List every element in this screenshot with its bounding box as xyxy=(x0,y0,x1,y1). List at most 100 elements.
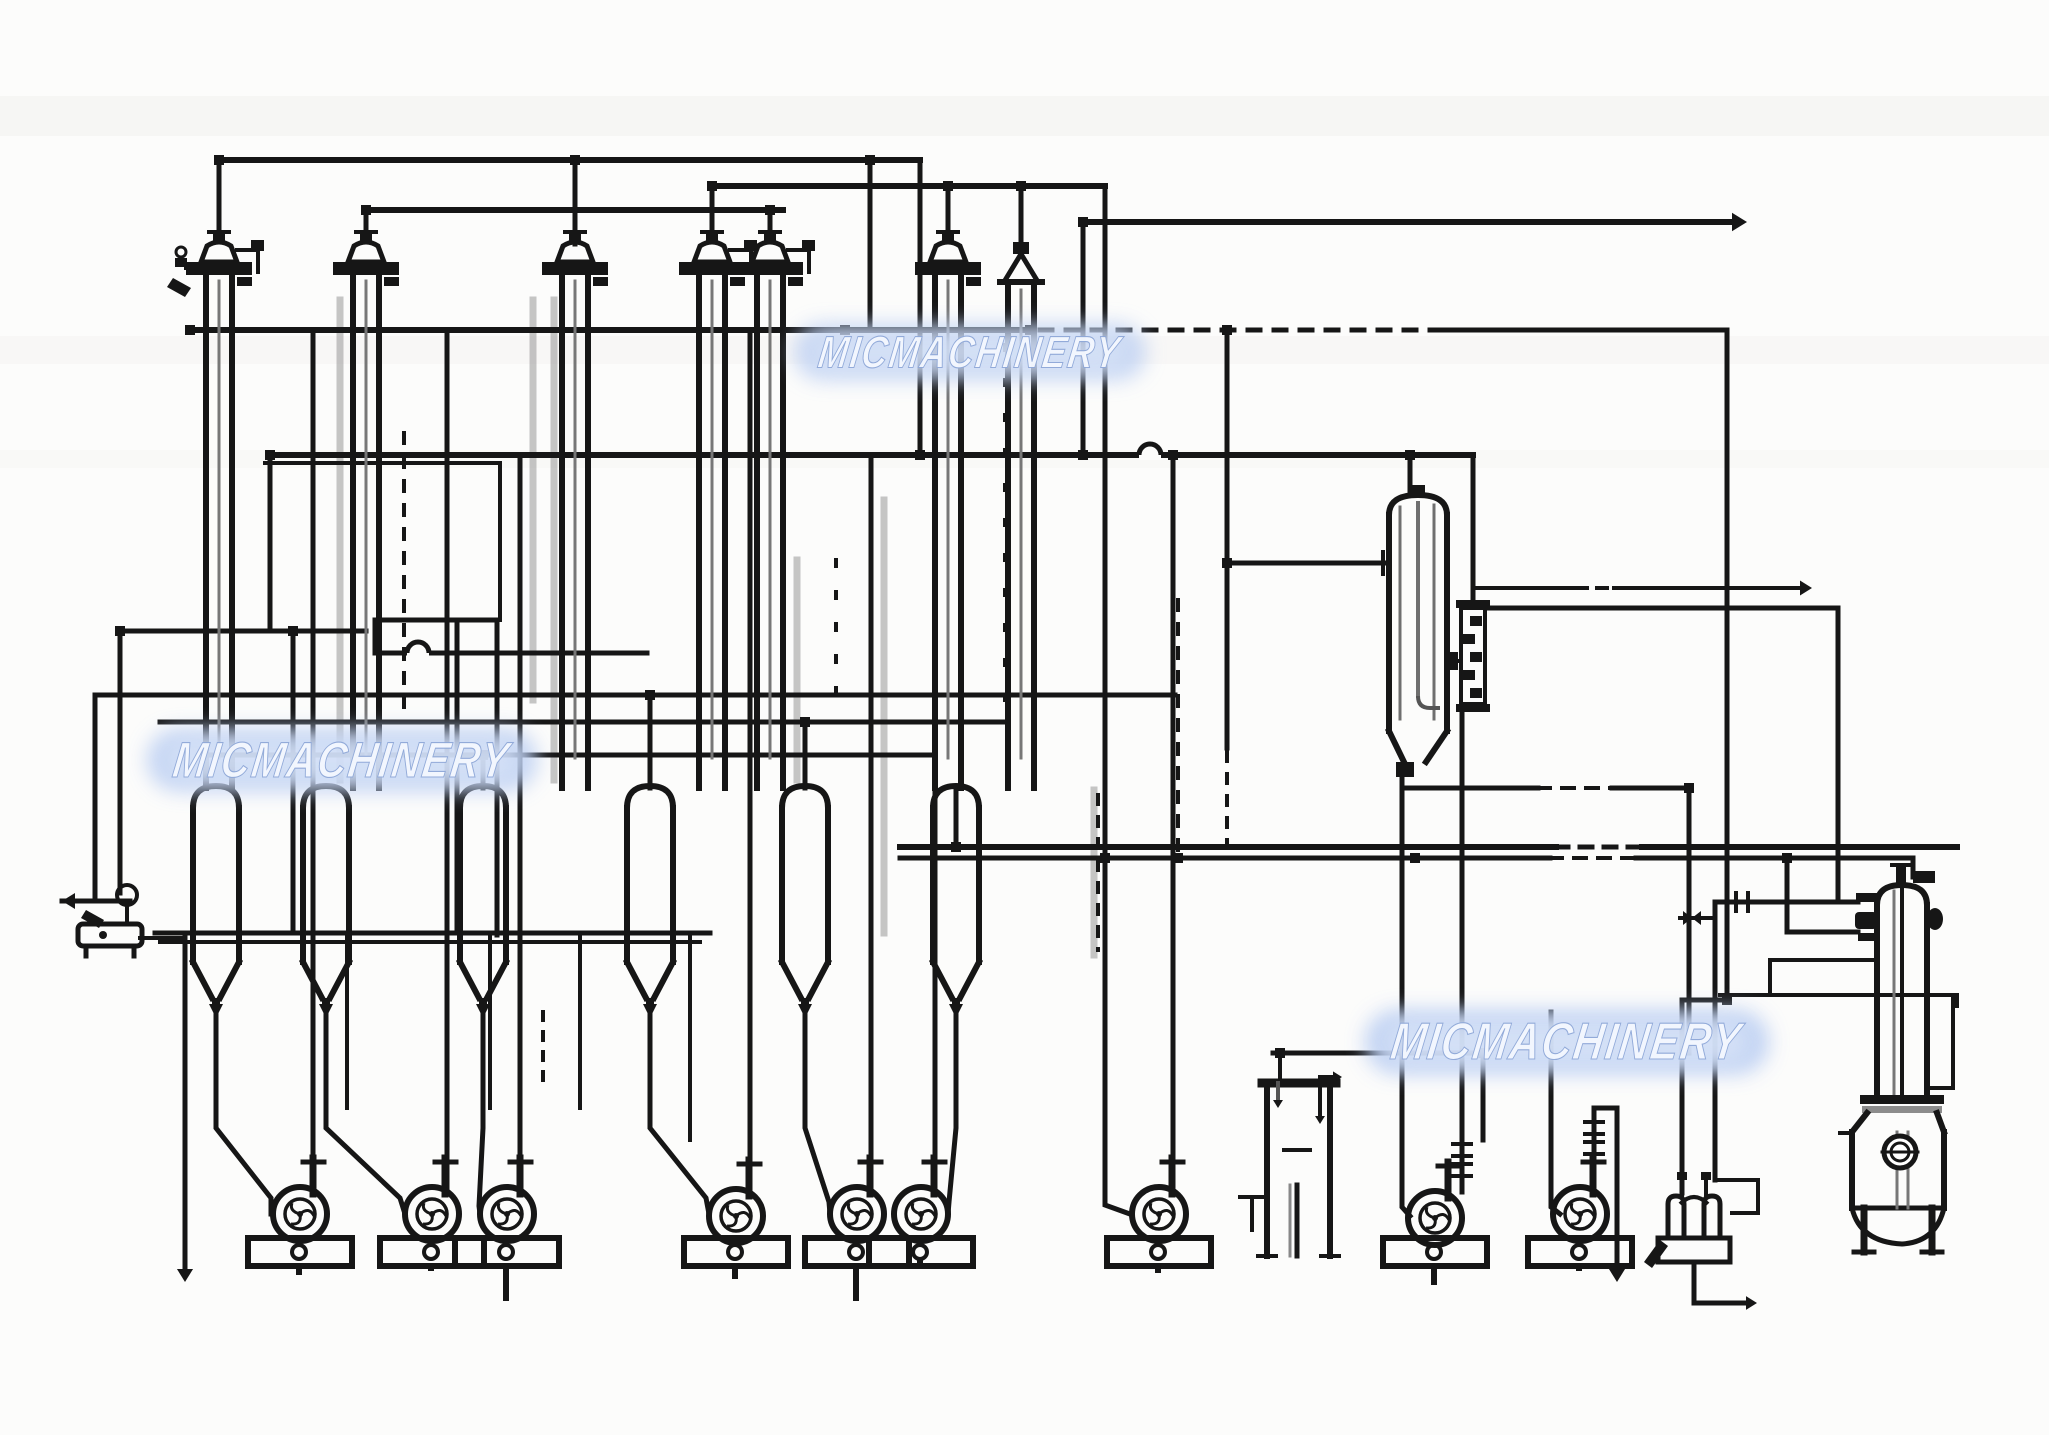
drain-spout xyxy=(1644,1240,1668,1268)
shape xyxy=(1156,1211,1162,1217)
junction-fitting xyxy=(288,626,298,636)
crossover-gap xyxy=(407,648,429,658)
shape xyxy=(911,1243,929,1261)
pipe-line xyxy=(1399,785,1414,1220)
column-flange xyxy=(186,262,252,275)
pipe-line xyxy=(804,957,833,1003)
pipe-line xyxy=(1591,1105,1620,1273)
pipe-line xyxy=(213,1005,274,1217)
junction-fitting xyxy=(1222,325,1232,335)
pipe-line xyxy=(476,1005,486,1217)
shape xyxy=(429,1211,435,1217)
side-nozzle xyxy=(237,277,252,286)
valve-icon xyxy=(1683,911,1701,925)
watermark-3: MICMACHINERY xyxy=(1365,1010,1769,1074)
hx-baffle xyxy=(1470,688,1482,698)
pump-3 xyxy=(452,1154,562,1301)
top-nozzle xyxy=(1411,485,1425,494)
evaporator-column-effect-6 xyxy=(915,230,981,791)
shape xyxy=(504,1211,510,1217)
side-nozzle-blob xyxy=(1927,908,1943,930)
pipe-line xyxy=(802,1005,833,1217)
main-flange xyxy=(1860,1095,1944,1104)
cone-outlet xyxy=(646,998,654,1006)
pipe-line xyxy=(188,957,217,1003)
shape xyxy=(726,1243,744,1261)
shape xyxy=(422,1243,440,1261)
junction-fitting xyxy=(1722,995,1732,1005)
pump-6 xyxy=(866,1154,976,1269)
shape xyxy=(1432,1215,1438,1221)
junction-fitting xyxy=(943,181,953,191)
separator-dome xyxy=(779,782,831,809)
column-flange xyxy=(915,262,981,275)
flow-arrow-down xyxy=(643,1004,657,1018)
shape xyxy=(1142,1197,1176,1231)
relief-valve xyxy=(744,240,757,251)
head-cap xyxy=(706,233,718,244)
junction-fitting xyxy=(1275,1048,1285,1058)
shape xyxy=(1149,1243,1167,1261)
shape xyxy=(854,1211,860,1217)
relief-valve xyxy=(802,240,815,251)
column-flange xyxy=(737,262,803,275)
junction-fitting xyxy=(1078,217,1088,227)
hx-baffle xyxy=(1470,616,1482,626)
junction-fitting xyxy=(570,155,580,165)
hx-top-flange xyxy=(1456,600,1490,608)
watermark-glow-inner xyxy=(1385,1020,1749,1064)
column-flange xyxy=(333,262,399,275)
separator-3 xyxy=(455,782,511,1018)
junction-fitting xyxy=(185,325,195,335)
head-cap xyxy=(213,233,225,244)
hx-bottom-flange xyxy=(1456,704,1490,712)
pump-9 xyxy=(1525,1154,1635,1271)
flow-arrows xyxy=(62,212,1812,1310)
junction-fitting xyxy=(1168,450,1178,460)
pipe-line xyxy=(482,957,511,1003)
evaporator-column-effect-5 xyxy=(737,230,815,791)
shape xyxy=(174,245,188,259)
flow-arrowhead-down xyxy=(1608,1269,1626,1282)
flow-arrowhead-right xyxy=(1746,1296,1757,1310)
head-cap xyxy=(1013,242,1029,254)
separator-dome xyxy=(624,782,676,809)
flow-arrow-down xyxy=(209,1004,223,1018)
head-cap xyxy=(764,233,776,244)
flow-arrow-down xyxy=(476,1004,490,1018)
junction-fitting xyxy=(951,842,961,852)
junction-fitting xyxy=(265,450,275,460)
hx-baffle xyxy=(1463,670,1475,680)
flow-arrowhead-right xyxy=(1333,1071,1342,1083)
gauge-lever xyxy=(167,278,191,297)
flow-arrowhead-right xyxy=(1732,212,1747,232)
shape xyxy=(1386,491,1450,516)
column-flange xyxy=(679,262,745,275)
shape xyxy=(719,1199,753,1233)
pipe-line xyxy=(928,957,957,1003)
condenser-column xyxy=(1847,863,1948,1256)
junction-fitting xyxy=(1100,853,1110,863)
gasket-flange xyxy=(1862,1106,1942,1113)
pump-2 xyxy=(377,1154,487,1271)
cone-outlet xyxy=(801,998,809,1006)
pipe-line xyxy=(1713,1178,1760,1215)
crossover-arc xyxy=(1136,441,1164,456)
shape xyxy=(1677,1172,1687,1180)
holding-tank xyxy=(1256,1078,1341,1259)
head-cap xyxy=(569,233,581,244)
inline-valves xyxy=(1451,891,1750,1178)
nozzle-flange-2 xyxy=(1855,912,1877,929)
side-nozzle xyxy=(788,277,803,286)
junction-fitting xyxy=(1173,853,1183,863)
hx-baffle xyxy=(1470,652,1482,662)
flow-arrow-down xyxy=(319,1004,333,1018)
shape xyxy=(1849,1207,1947,1247)
shape xyxy=(1678,1195,1710,1206)
vapor-head xyxy=(197,239,241,265)
shape xyxy=(415,1197,449,1231)
flow-arrowhead-down xyxy=(176,1269,194,1282)
vapor-head xyxy=(748,239,792,265)
pipe-line xyxy=(1421,726,1452,767)
